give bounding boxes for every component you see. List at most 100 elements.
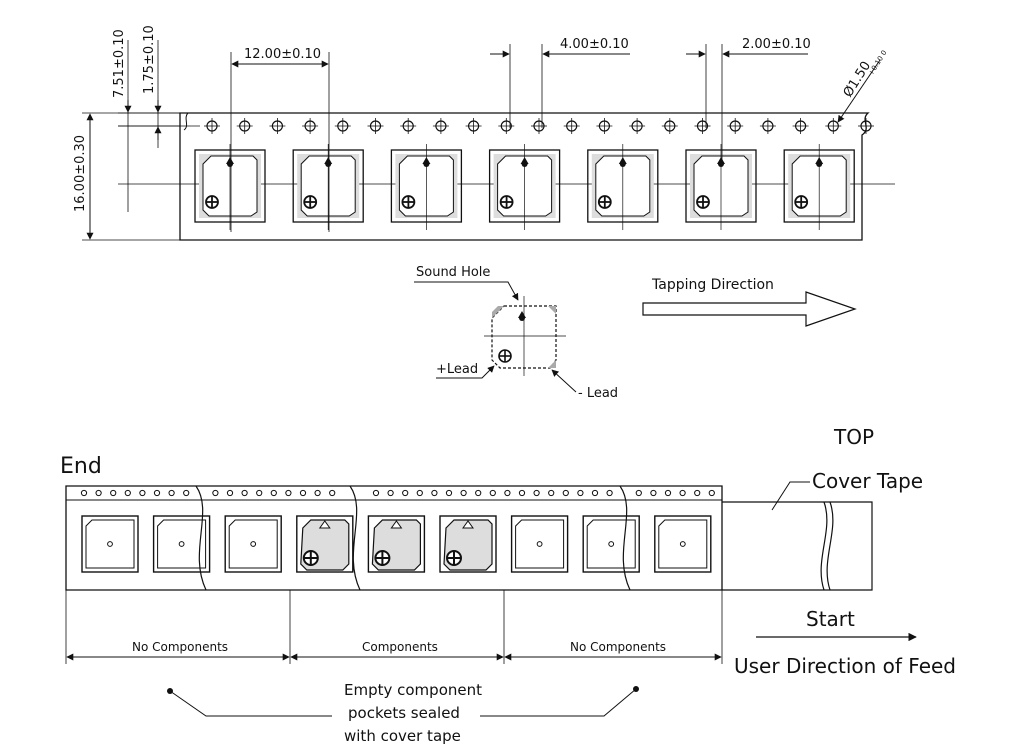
reel-pocket bbox=[439, 515, 497, 573]
dim-vertical-b: 1.75±0.10 bbox=[142, 25, 157, 94]
reel-sprocket-hole bbox=[664, 489, 672, 497]
empty-pockets-line-1: Empty component bbox=[344, 681, 482, 699]
reel-sprocket-hole bbox=[139, 489, 146, 497]
reel-sprocket-hole bbox=[256, 489, 263, 497]
cover-tape-label: Cover Tape bbox=[812, 469, 923, 493]
dimension-pitch: 12.00±0.10 bbox=[230, 47, 330, 232]
reel-sound-hole bbox=[462, 520, 474, 529]
dim-hole-pitch: 4.00±0.10 bbox=[560, 37, 629, 52]
reel-pocket bbox=[510, 515, 569, 573]
reel-sprocket-hole bbox=[314, 489, 321, 497]
dimension-hole-diameter: Ø1.50 +0.10 0 bbox=[837, 49, 889, 123]
reel-pocket bbox=[81, 515, 139, 573]
no-components-left-label: No Components bbox=[132, 640, 228, 654]
reel-sprocket-hole bbox=[299, 489, 307, 497]
reel-sprocket-hole bbox=[577, 489, 584, 497]
plus-lead-callout: +Lead bbox=[436, 362, 495, 379]
reel-sprocket-hole bbox=[372, 489, 380, 497]
dimension-tape-width: 16.00±0.30 bbox=[73, 112, 180, 241]
reel-sprocket-hole bbox=[387, 489, 394, 497]
reel-pocket bbox=[367, 515, 426, 573]
reel-sprocket-hole bbox=[445, 489, 453, 497]
reel-sprocket-hole bbox=[110, 489, 117, 497]
reel-sprocket-hole bbox=[329, 489, 336, 497]
part-detail bbox=[484, 296, 566, 376]
reel-sprocket-hole bbox=[124, 489, 131, 497]
empty-pocket-cavity bbox=[515, 519, 565, 569]
reel-sprocket-hole bbox=[635, 489, 642, 497]
reel-sprocket-hole bbox=[489, 489, 496, 497]
tapping-direction-arrow bbox=[642, 291, 857, 327]
dimension-vertical: 7.51±0.10 1.75±0.10 bbox=[112, 25, 180, 212]
dim-tape-width: 16.00±0.30 bbox=[73, 135, 88, 212]
reel-sprocket-hole bbox=[708, 489, 715, 497]
empty-pockets-line-3: with cover tape bbox=[344, 727, 461, 745]
reel-pocket bbox=[582, 515, 640, 573]
reel-pocket bbox=[152, 515, 211, 573]
empty-pocket-hole bbox=[107, 541, 113, 547]
reel-sprocket-hole bbox=[153, 489, 161, 497]
empty-pocket-hole bbox=[608, 541, 615, 547]
minus-lead-callout: - Lead bbox=[551, 369, 618, 401]
minus-lead-label: - Lead bbox=[578, 386, 618, 401]
reel-sprocket-holes bbox=[80, 489, 715, 497]
sound-hole-label: Sound Hole bbox=[416, 265, 490, 280]
reel-sprocket-hole bbox=[679, 489, 686, 497]
empty-pocket-hole bbox=[679, 541, 686, 547]
reel-sprocket-hole bbox=[694, 489, 701, 497]
dim-vertical-a: 7.51±0.10 bbox=[112, 29, 127, 98]
empty-pocket-cavity bbox=[228, 519, 278, 569]
reel-sprocket-hole bbox=[460, 489, 467, 497]
reel-sprocket-hole bbox=[285, 489, 292, 497]
dim-hole-offset: 2.00±0.10 bbox=[742, 37, 811, 52]
empty-pockets-line-2: pockets sealed bbox=[348, 704, 460, 722]
sound-hole-callout: Sound Hole bbox=[414, 265, 519, 301]
reel-sprocket-hole bbox=[591, 489, 599, 497]
end-label: End bbox=[60, 454, 102, 479]
empty-pocket-hole bbox=[178, 541, 185, 547]
sprocket-holes bbox=[204, 118, 874, 134]
reel-sprocket-hole bbox=[504, 489, 511, 497]
top-tape-drawing bbox=[118, 112, 895, 241]
components-label: Components bbox=[362, 640, 438, 654]
component-pockets bbox=[194, 144, 855, 230]
reel-sprocket-hole bbox=[650, 489, 657, 497]
feed-direction-label: User Direction of Feed bbox=[734, 654, 956, 678]
dim-pitch: 12.00±0.10 bbox=[244, 47, 321, 62]
empty-pocket-hole bbox=[536, 541, 543, 547]
reel-sprocket-hole bbox=[416, 489, 423, 497]
reel-sprocket-hole bbox=[168, 489, 175, 497]
empty-pocket-cavity bbox=[157, 519, 207, 569]
plus-lead-label: +Lead bbox=[436, 362, 478, 377]
reel-sprocket-hole bbox=[402, 489, 409, 497]
reel-sprocket-hole bbox=[562, 489, 569, 497]
reel-sprocket-hole bbox=[606, 489, 613, 497]
reel-pockets bbox=[81, 515, 712, 573]
reel-pocket bbox=[224, 515, 282, 573]
reel-sprocket-hole bbox=[212, 489, 219, 497]
empty-pocket-cavity bbox=[658, 519, 708, 569]
reel-drawing: End TOP Cover Tape Start User Direction … bbox=[60, 425, 956, 745]
empty-pocket-cavity bbox=[85, 519, 135, 569]
reel-sprocket-hole bbox=[475, 489, 482, 497]
start-label: Start bbox=[806, 607, 855, 631]
reel-sprocket-hole bbox=[518, 489, 526, 497]
reel-sprocket-hole bbox=[548, 489, 555, 497]
dimension-hole-offset: 2.00±0.10 bbox=[686, 37, 811, 160]
dimension-hole-pitch: 4.00±0.10 bbox=[490, 37, 630, 128]
tapping-direction-label: Tapping Direction bbox=[651, 277, 774, 293]
reel-sprocket-hole bbox=[533, 489, 540, 497]
reel-pocket bbox=[654, 515, 712, 573]
reel-sprocket-hole bbox=[431, 489, 438, 497]
empty-pocket-cavity bbox=[586, 519, 636, 569]
reel-sprocket-hole bbox=[95, 489, 102, 497]
reel-sprocket-hole bbox=[226, 489, 234, 497]
tapping-direction: Tapping Direction bbox=[642, 277, 857, 327]
reel-sprocket-hole bbox=[80, 489, 88, 497]
reel-sprocket-hole bbox=[270, 489, 277, 497]
dim-hole-diameter-tol: +0.10 0 bbox=[867, 49, 889, 77]
reel-sprocket-hole bbox=[241, 489, 248, 497]
reel-pocket bbox=[296, 515, 354, 573]
reel-sound-hole bbox=[390, 520, 403, 529]
